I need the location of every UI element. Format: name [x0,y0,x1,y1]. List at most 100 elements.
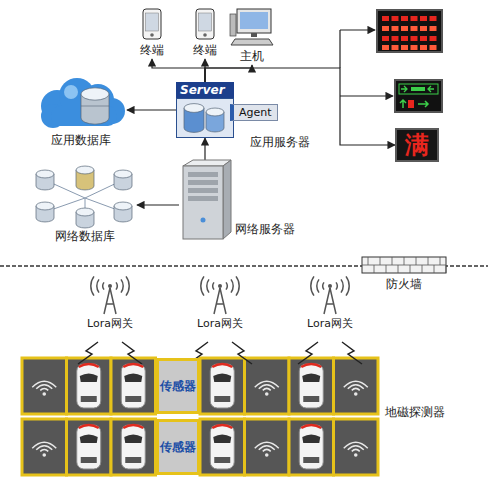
illustration-part [114,170,132,178]
illustration-part [206,108,224,116]
illustration-part [67,419,112,475]
illustration-part [81,88,109,100]
illustration-part [91,276,129,314]
illustration-part [40,388,48,390]
illustration-part [401,16,408,21]
illustration-part [446,265,447,273]
illustration-part [302,435,320,444]
illustration-part [121,364,145,408]
illustration-part [382,36,389,41]
illustration-part [263,388,271,390]
illustration-part [223,160,231,239]
illustration-part [392,45,399,50]
lora-gateway-icon [312,272,348,314]
illustration-part [77,364,101,408]
illustration-part [36,170,54,178]
illustration-part [80,435,98,444]
illustration-part [123,425,143,428]
node-label: Agent [239,106,272,119]
illustration-part [188,172,218,177]
illustration-part [231,39,273,45]
terminal-phone-icon [142,8,162,40]
sensor-space: 传感器 [156,358,201,414]
guidance-arrow [401,86,407,92]
illustration-part [201,276,239,314]
illustration-part [201,218,206,223]
server-box: AgentServer [176,82,234,138]
terminal-phone-icon [195,8,215,40]
server-box-icon [176,98,234,138]
illustration-part [103,282,104,289]
illustration-part [32,442,56,448]
illustration-part [380,257,381,265]
node-label: 主机 [240,48,264,65]
illustration-part [81,106,109,107]
illustration-part [214,288,226,314]
led-text [382,16,437,50]
illustration-part [259,385,275,389]
terminal-phone: 终端 [193,8,217,59]
illustration-part [265,453,269,457]
illustration-part [79,364,99,367]
illustration-part [177,99,234,138]
illustration-part [177,99,234,138]
node-label: Lora网关 [87,316,133,331]
illustration-part [342,342,362,364]
illustration-part [125,457,141,463]
illustration-part [97,279,99,292]
illustration-part [317,279,319,292]
illustration-part [188,188,218,193]
illustration-part [36,166,132,228]
illustration-part [81,396,97,402]
illustration-part [22,358,67,414]
illustration-part [392,36,399,41]
node-label: Lora网关 [197,316,243,331]
illustration-part [392,257,393,265]
illustration-part [212,425,232,428]
illustration-part [303,396,319,402]
illustration-part [420,26,427,31]
illustration-part [430,45,437,50]
illustration-part [255,442,279,448]
illustration-part [298,342,318,364]
illustration-part [210,425,234,469]
illustration-part [236,276,239,295]
illustration-part [428,257,429,265]
terminal-phone: 终端 [140,8,164,59]
illustration-part [122,342,142,364]
illustration-part [36,202,54,210]
illustration-part [334,419,379,475]
illustration-part [76,166,94,174]
full-sign: 满 [395,128,439,162]
server-title: Server [176,82,234,98]
lora-gateway: Lora网关 [307,272,353,331]
illustration-part [265,392,269,396]
illustration-part [401,45,408,50]
node-label: 网络数据库 [55,228,115,245]
illustration-part [42,453,46,457]
connector-arrow [204,138,205,160]
guidance-arrow [400,100,406,108]
branch-arrow [340,95,393,96]
illustration-part [213,435,231,444]
illustration-part [32,381,56,387]
illustration-part [124,374,142,383]
illustration-part [232,342,252,364]
node-label: 网络服务器 [235,221,295,238]
firewall-label: 防火墙 [386,276,422,293]
illustration-part [302,374,320,383]
illustration-part [352,388,360,390]
app-database-icon [35,76,127,130]
network-database: 网络数据库 [32,168,137,245]
illustration-part [200,419,245,475]
illustration-part [311,276,314,295]
illustration-part [230,14,236,36]
illustration-part [121,279,123,292]
illustration-part [259,446,275,450]
illustration-part [196,9,214,39]
illustration-part [289,419,334,475]
illustration-part [301,425,321,428]
illustration-part [245,419,290,475]
illustration-part [36,446,52,450]
network-database-icon [32,168,137,226]
